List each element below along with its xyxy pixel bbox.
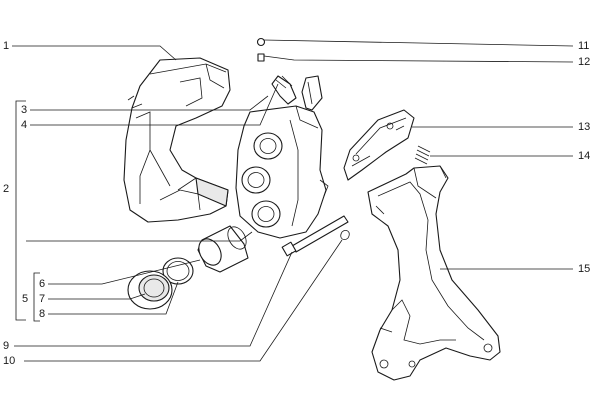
part-guide-bolt bbox=[281, 215, 349, 257]
callout-9: 9 bbox=[3, 340, 10, 352]
part-seal-ring bbox=[162, 257, 194, 285]
leader-lines bbox=[12, 39, 574, 362]
callout-14: 14 bbox=[578, 150, 591, 162]
callout-1: 1 bbox=[3, 40, 10, 52]
callout-10: 10 bbox=[3, 355, 16, 367]
part-bleeder-screws bbox=[256, 37, 323, 111]
callout-11: 11 bbox=[578, 40, 590, 52]
part-anchor-frame bbox=[367, 165, 501, 381]
callout-8: 8 bbox=[39, 308, 46, 320]
part-piston bbox=[197, 225, 249, 273]
part-coil-spring bbox=[414, 145, 431, 165]
callout-6: 6 bbox=[39, 278, 46, 290]
callout-4: 4 bbox=[21, 119, 28, 131]
part-caliper-body bbox=[235, 105, 329, 239]
callout-2: 2 bbox=[3, 183, 10, 195]
callout-5: 5 bbox=[22, 293, 29, 305]
callout-7: 7 bbox=[39, 293, 46, 305]
callout-12: 12 bbox=[578, 56, 591, 68]
callout-15: 15 bbox=[578, 263, 591, 275]
bracket-group-2 bbox=[15, 100, 26, 321]
part-retaining-clip bbox=[340, 230, 350, 240]
callout-13: 13 bbox=[578, 121, 591, 133]
part-dust-boot bbox=[127, 270, 173, 310]
callout-3: 3 bbox=[21, 104, 28, 116]
part-spring-plate bbox=[343, 109, 415, 181]
part-pad-bracket bbox=[123, 57, 231, 223]
bracket-group-5 bbox=[33, 272, 40, 322]
